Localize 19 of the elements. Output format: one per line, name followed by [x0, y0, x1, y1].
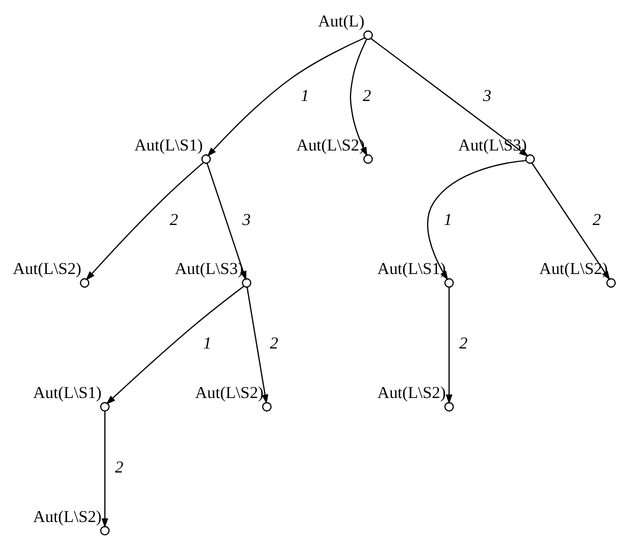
node-label: Aut(L)	[318, 12, 364, 31]
node-label: Aut(L\S1)	[33, 383, 102, 402]
edge-label: 1	[203, 334, 212, 353]
edge-label: 2	[592, 210, 601, 229]
edge-label: 2	[459, 334, 468, 353]
edge-label: 1	[444, 210, 452, 229]
node-label: Aut(L\S3)	[174, 259, 244, 278]
edge-label: 2	[362, 86, 372, 105]
node-label: Aut(L\S2)	[12, 259, 82, 278]
edge-label: 1	[300, 86, 310, 105]
edge-label: 2	[170, 210, 178, 229]
node-label: Aut(L\S2)	[377, 383, 446, 402]
edge-label: 2	[270, 334, 278, 353]
node-label: Aut(L\S2)	[195, 383, 264, 402]
edge-label: 3	[242, 210, 251, 229]
node-label: Aut(L\S2)	[33, 506, 102, 526]
edge-label: 3	[483, 86, 492, 105]
node-label: Aut(L\S1)	[134, 135, 203, 154]
edge-label: 2	[115, 458, 124, 477]
